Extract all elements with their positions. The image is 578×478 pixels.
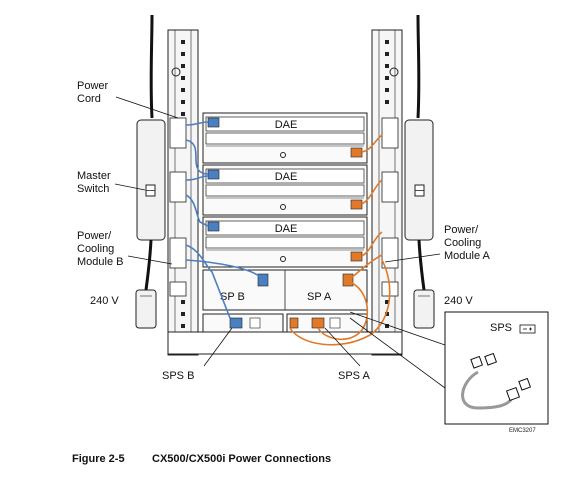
voltage-left-label: 240 V — [90, 295, 119, 307]
figure-title: CX500/CX500i Power Connections — [152, 453, 332, 465]
figure-number: Figure 2-5 — [72, 453, 125, 465]
power-cooling-module-b-label: Power/ Cooling Module B — [77, 230, 124, 268]
battery-icon — [519, 324, 536, 334]
emc-figure-id: EMC3207 — [509, 428, 536, 434]
dae-label: DAE — [275, 223, 298, 235]
left-pdu — [135, 119, 166, 329]
dae-enclosure — [202, 112, 368, 164]
sps-a-unit — [286, 313, 368, 333]
sps-inset-label: SPS — [490, 322, 513, 334]
dae-label: DAE — [275, 171, 298, 183]
power-cord-label: Power Cord — [77, 80, 109, 105]
right-pdu-cord — [416, 14, 421, 119]
sp-a-label: SP A — [307, 291, 332, 303]
master-switch-label: Master Switch — [77, 170, 111, 195]
dae-enclosure — [202, 164, 368, 216]
right-pdu — [404, 119, 435, 329]
left-outlets — [169, 117, 187, 297]
dae-enclosure — [202, 216, 368, 268]
blue-power-cables — [185, 121, 264, 319]
sps-b-label: SPS B — [162, 370, 195, 382]
sp-b-label: SP B — [220, 291, 245, 303]
voltage-right-label: 240 V — [444, 295, 473, 307]
sps-a-label: SPS A — [338, 370, 370, 382]
left-pdu-cord — [149, 14, 154, 119]
dae-label: DAE — [275, 119, 298, 131]
storage-processor-enclosure — [202, 269, 368, 311]
sps-inset-box — [444, 311, 549, 425]
leader-lines — [114, 96, 446, 389]
sps-b-unit — [202, 313, 284, 333]
power-cooling-module-a-label: Power/ Cooling Module A — [444, 224, 490, 262]
orange-power-cables — [289, 134, 391, 346]
rack-base — [167, 331, 403, 355]
